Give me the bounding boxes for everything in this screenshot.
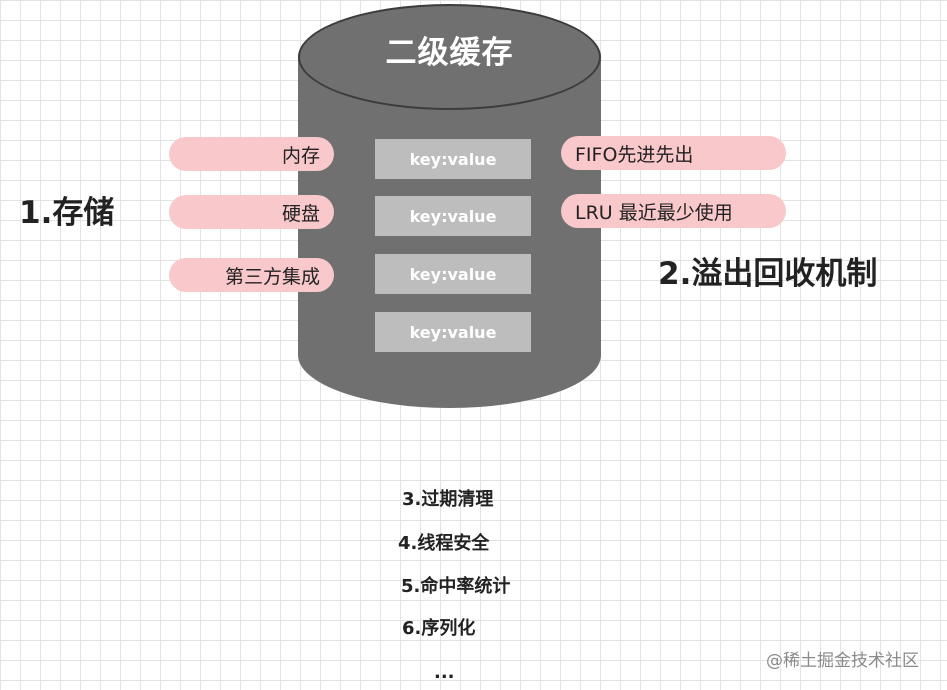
cache-entry: key:value (375, 254, 531, 294)
feature-expiry-cleanup: 3.过期清理 (402, 489, 494, 510)
eviction-label: 2.溢出回收机制 (658, 256, 878, 292)
feature-ellipsis: ... (434, 662, 455, 683)
feature-thread-safety: 4.线程安全 (398, 533, 490, 554)
storage-option-memory: 内存 (169, 137, 334, 171)
cache-entry: key:value (375, 196, 531, 236)
cylinder-title: 二级缓存 (385, 35, 514, 71)
cache-entry: key:value (375, 139, 531, 179)
storage-option-third-party: 第三方集成 (169, 258, 334, 292)
cache-entry: key:value (375, 312, 531, 352)
feature-hit-rate-stats: 5.命中率统计 (401, 576, 511, 597)
storage-label: 1.存储 (19, 195, 115, 231)
feature-serialization: 6.序列化 (402, 618, 476, 639)
storage-option-disk: 硬盘 (169, 195, 334, 229)
eviction-option-fifo: FIFO先进先出 (561, 136, 786, 170)
cylinder-top (298, 4, 601, 110)
eviction-option-lru: LRU 最近最少使用 (561, 194, 786, 228)
watermark: @稀土掘金技术社区 (766, 651, 919, 671)
